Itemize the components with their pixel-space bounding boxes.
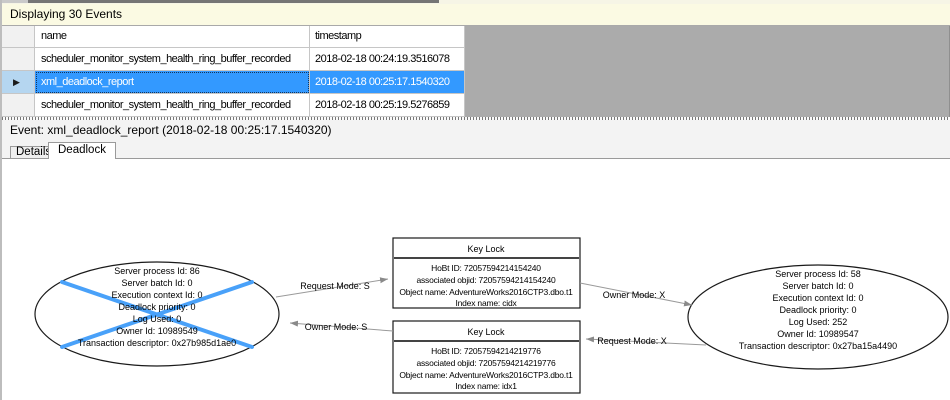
resource-detail-line: Index name: idx1 xyxy=(455,381,517,391)
resource-node-keylock-top[interactable]: Key Lock HoBt ID: 72057594214154240 asso… xyxy=(392,237,581,309)
process-detail-line: Server process Id: 86 xyxy=(114,266,200,276)
resource-detail-line: Object name: AdventureWorks2016CTP3.dbo.… xyxy=(399,370,573,380)
process-detail-line: Server batch Id: 0 xyxy=(782,281,853,291)
resource-detail-line: HoBt ID: 72057594214219776 xyxy=(431,346,541,356)
process-detail-line: Deadlock priority: 0 xyxy=(779,305,856,315)
resource-detail-line: associated objid: 72057594214219776 xyxy=(416,358,556,368)
event-timestamp-cell[interactable]: 2018-02-18 00:25:19.5276859 xyxy=(310,94,465,117)
process-detail-line: Server process Id: 58 xyxy=(775,269,861,279)
events-count-label: Displaying 30 Events xyxy=(10,7,123,21)
process-detail-line: Log Used: 0 xyxy=(133,314,182,324)
process-detail-line: Execution context Id: 0 xyxy=(772,293,863,303)
process-detail-line: Execution context Id: 0 xyxy=(111,290,202,300)
pane-splitter[interactable] xyxy=(2,117,950,120)
edge-label: Request Mode: X xyxy=(597,336,667,346)
event-row-selected[interactable]: ▶ xml_deadlock_report 2018-02-18 00:25:1… xyxy=(2,71,949,94)
event-name-cell[interactable]: scheduler_monitor_system_health_ring_buf… xyxy=(35,48,310,71)
resource-detail-line: Object name: AdventureWorks2016CTP3.dbo.… xyxy=(399,287,573,297)
deadlock-victim-x-icon xyxy=(60,280,254,349)
tab-deadlock[interactable]: Deadlock xyxy=(48,142,116,159)
grid-corner-cell xyxy=(2,26,35,48)
deadlock-graph: Server process Id: 86 Server batch Id: 0… xyxy=(34,237,949,394)
event-timestamp-cell[interactable]: 2018-02-18 00:25:17.1540320 xyxy=(310,71,465,94)
events-count-bar: Displaying 30 Events xyxy=(2,4,950,26)
edge-label: Request Mode: S xyxy=(300,281,370,291)
current-row-icon: ▶ xyxy=(13,78,20,88)
edge-label: Owner Mode: X xyxy=(603,290,666,300)
process-detail-line: Transaction descriptor: 0x27b985d1ae0 xyxy=(78,338,236,348)
edge-request-mode-s: Request Mode: S xyxy=(275,277,389,298)
process-node-victim[interactable]: Server process Id: 86 Server batch Id: 0… xyxy=(34,261,280,367)
resource-detail-line: Index name: cidx xyxy=(455,298,517,308)
event-row[interactable]: scheduler_monitor_system_health_ring_buf… xyxy=(2,48,949,71)
edge-label: Owner Mode: S xyxy=(305,322,368,332)
edge-owner-mode-x: Owner Mode: X xyxy=(579,282,693,307)
clipped-ui-strip xyxy=(2,0,950,4)
process-detail-line: Deadlock priority: 0 xyxy=(118,302,195,312)
clipped-ui-strip-segment xyxy=(28,0,439,3)
tabstrip-underline xyxy=(2,158,950,159)
event-row[interactable]: scheduler_monitor_system_health_ring_buf… xyxy=(2,94,949,117)
column-header-timestamp[interactable]: timestamp xyxy=(310,26,465,48)
edge-owner-mode-s: Owner Mode: S xyxy=(289,320,394,332)
grid-header-row: name timestamp xyxy=(2,26,949,48)
column-header-name[interactable]: name xyxy=(35,26,310,48)
edge-request-mode-x: Request Mode: X xyxy=(585,336,707,346)
resource-node-keylock-bottom[interactable]: Key Lock HoBt ID: 72057594214219776 asso… xyxy=(392,320,581,394)
resource-title: Key Lock xyxy=(467,244,505,254)
process-detail-line: Owner Id: 10989549 xyxy=(116,326,198,336)
row-selector[interactable] xyxy=(2,48,35,71)
process-node-surviving[interactable]: Server process Id: 58 Server batch Id: 0… xyxy=(687,264,949,370)
row-selector[interactable] xyxy=(2,94,35,117)
resource-detail-line: HoBt ID: 72057594214154240 xyxy=(431,263,541,273)
detail-tabs: Details Deadlock xyxy=(2,140,950,159)
event-title: Event: xml_deadlock_report (2018-02-18 0… xyxy=(10,123,332,137)
process-detail-line: Owner Id: 10989547 xyxy=(777,329,859,339)
deadlock-tab-page: Server process Id: 86 Server batch Id: 0… xyxy=(2,159,950,400)
process-detail-line: Transaction descriptor: 0x27ba15a4490 xyxy=(739,341,897,351)
row-selector[interactable]: ▶ xyxy=(2,71,35,94)
process-detail-line: Log Used: 252 xyxy=(789,317,848,327)
event-name-cell[interactable]: xml_deadlock_report xyxy=(35,71,310,94)
event-timestamp-cell[interactable]: 2018-02-18 00:24:19.3516078 xyxy=(310,48,465,71)
resource-title: Key Lock xyxy=(467,327,505,337)
event-title-bar: Event: xml_deadlock_report (2018-02-18 0… xyxy=(2,120,950,140)
clipped-ui-strip-segment xyxy=(2,0,28,3)
resource-detail-line: associated objid: 72057594214154240 xyxy=(416,275,556,285)
events-grid[interactable]: name timestamp scheduler_monitor_system_… xyxy=(2,26,950,117)
process-detail-line: Server batch Id: 0 xyxy=(121,278,192,288)
event-name-cell[interactable]: scheduler_monitor_system_health_ring_buf… xyxy=(35,94,310,117)
